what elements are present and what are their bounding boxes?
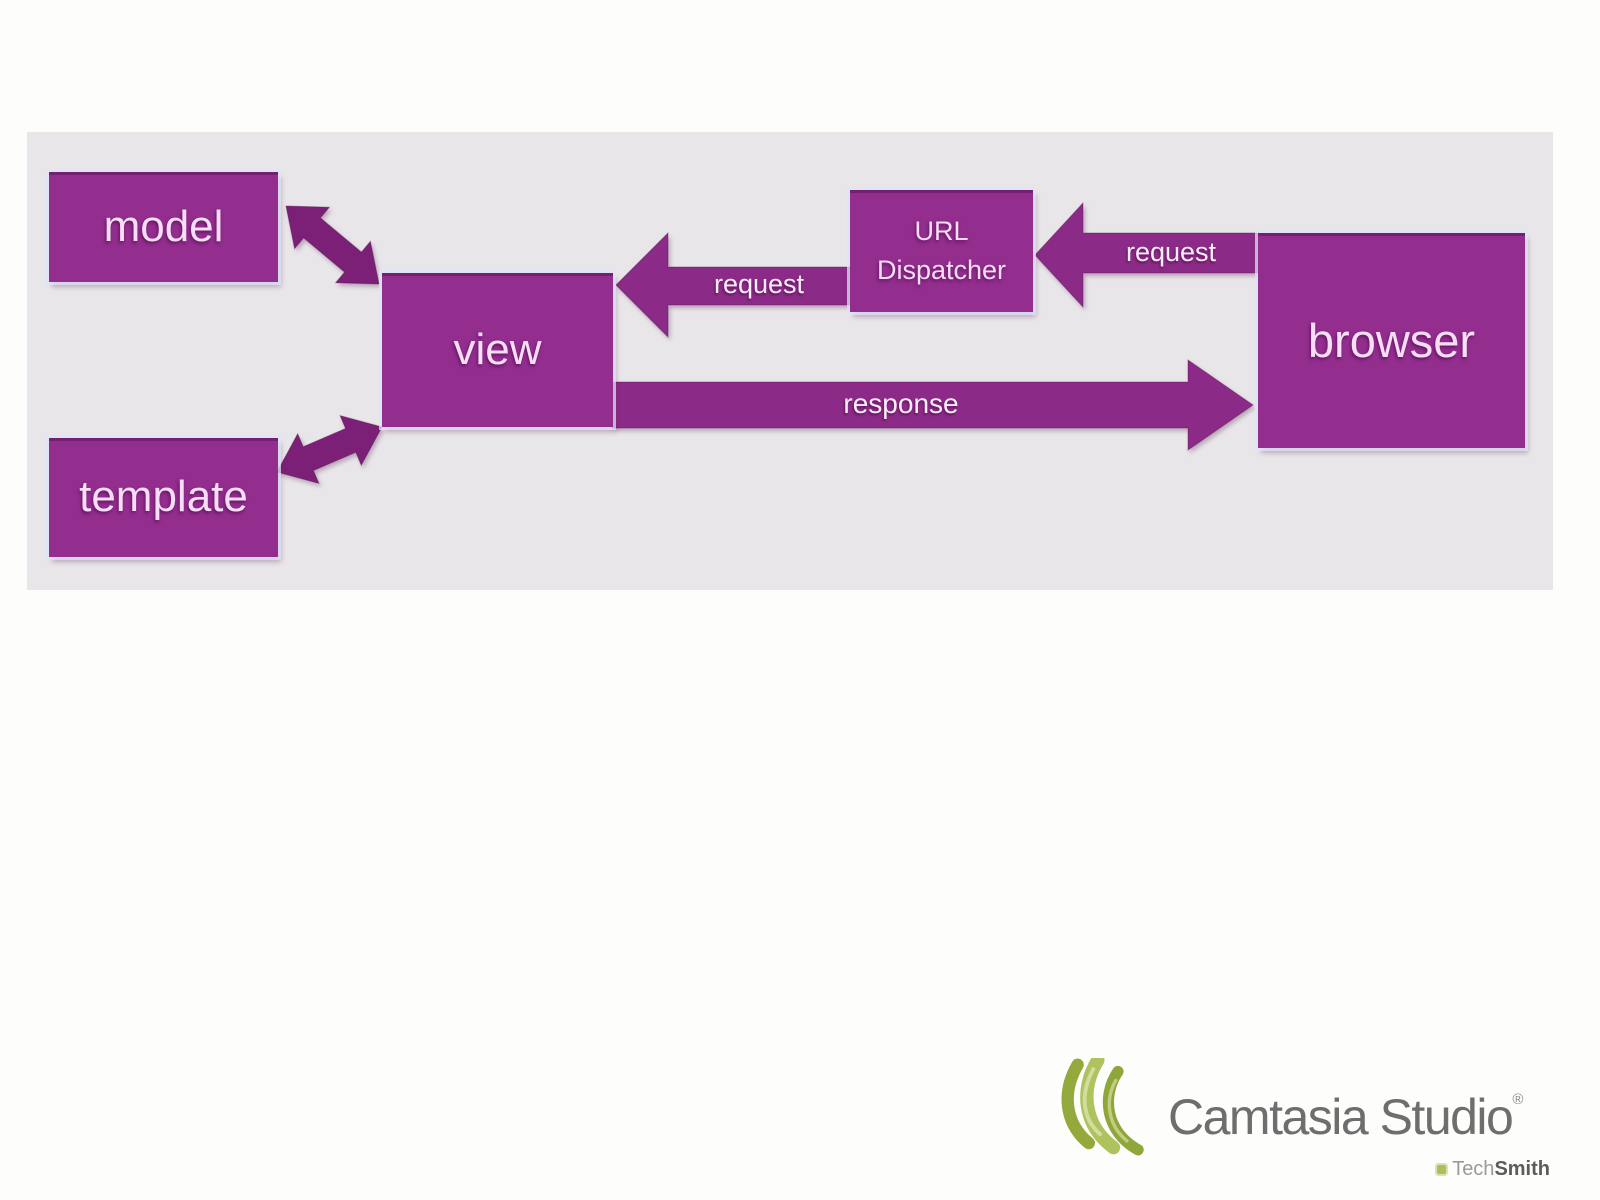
techsmith-badge-icon (1435, 1163, 1449, 1176)
url-dispatcher-label-line1: URL (914, 215, 969, 246)
camtasia-brand-text: Camtasia Studio® (1168, 1088, 1523, 1146)
camtasia-watermark: Camtasia Studio® TechSmith (1040, 1050, 1580, 1190)
model-view-connector-icon (285, 205, 380, 285)
response-label: response (843, 387, 959, 419)
camtasia-brand-name: Camtasia Studio (1168, 1089, 1514, 1145)
request-to-view-label: request (713, 268, 805, 299)
template-view-connector-icon (276, 414, 383, 485)
model-box: model (49, 172, 278, 282)
view-box: view (382, 273, 613, 427)
template-box: template (49, 438, 278, 557)
techsmith-suffix: Smith (1494, 1158, 1550, 1180)
url-dispatcher-label-line2: Dispatcher (876, 255, 1007, 285)
techsmith-prefix: Tech (1452, 1158, 1495, 1180)
url-dispatcher-box-label: URL Dispatcher (877, 212, 1006, 290)
request-to-dispatcher-label: request (1125, 236, 1217, 267)
browser-box-label: browser (1307, 313, 1476, 367)
registered-trademark-symbol: ® (1512, 1091, 1524, 1108)
techsmith-logo: TechSmith (1250, 1158, 1550, 1181)
view-box-label: view (453, 324, 542, 374)
model-box-label: model (103, 201, 224, 251)
url-dispatcher-box: URL Dispatcher (850, 190, 1033, 312)
browser-box: browser (1258, 233, 1525, 448)
camtasia-leaf-icon (1061, 1058, 1144, 1156)
template-box-label: template (79, 472, 248, 522)
